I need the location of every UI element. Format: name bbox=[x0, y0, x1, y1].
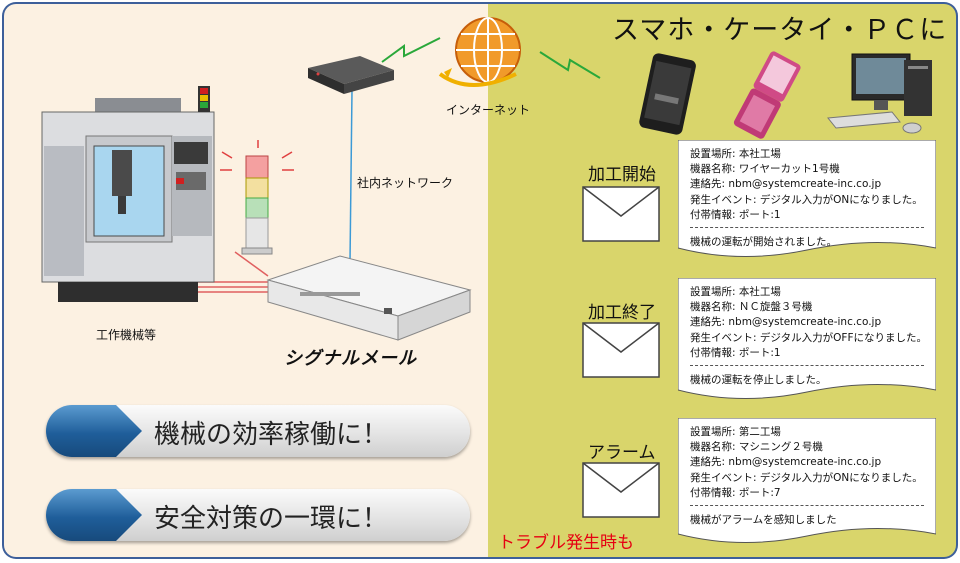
mail-card-alarm: 設置場所: 第二工場 機器名称: マシニング２号機 連絡先: nbm@syste… bbox=[678, 418, 936, 544]
banner-text: 安全対策の一環に！ bbox=[154, 504, 389, 534]
mail-line: 付帯情報: ポート:1 bbox=[690, 208, 781, 221]
mail-divider bbox=[690, 227, 924, 228]
headline: スマホ・ケータイ・ＰＣに bbox=[612, 15, 948, 46]
mail-line: 連絡先: nbm@systemcreate-inc.co.jp bbox=[690, 316, 882, 329]
mail-line: 機器名称: マシニング２号機 bbox=[690, 441, 823, 454]
mail-card-body: 設置場所: 本社工場 機器名称: ワイヤーカット1号機 連絡先: nbm@sys… bbox=[690, 147, 923, 223]
signal-tower-icon bbox=[220, 140, 294, 255]
banner-arrow-icon bbox=[46, 489, 142, 541]
mail-line: 設置場所: 本社工場 bbox=[690, 286, 781, 298]
mail-envelope-icon bbox=[582, 322, 660, 378]
mail-envelope-icon bbox=[582, 186, 660, 242]
mail-envelope-icon bbox=[582, 462, 660, 518]
mail-line: 発生イベント: デジタル入力がONになりました。 bbox=[690, 471, 923, 484]
mail-line: 発生イベント: デジタル入力がOFFになりました。 bbox=[690, 331, 928, 344]
mail-message: 機械の運転を停止しました。 bbox=[690, 374, 827, 386]
banner-safety: 安全対策の一環に！ bbox=[46, 489, 470, 541]
banner-efficiency: 機械の効率稼働に！ bbox=[46, 405, 470, 457]
mail-divider bbox=[690, 505, 924, 506]
wireless-link-left bbox=[381, 37, 441, 63]
mail-card-body: 設置場所: 第二工場 機器名称: マシニング２号機 連絡先: nbm@syste… bbox=[690, 425, 923, 501]
mail-divider bbox=[690, 365, 924, 366]
signal-mail-device-icon bbox=[266, 255, 472, 341]
event-label-end: 加工終了 bbox=[588, 303, 656, 323]
lan-cable bbox=[349, 89, 353, 263]
mail-line: 連絡先: nbm@systemcreate-inc.co.jp bbox=[690, 456, 882, 469]
mail-line: 発生イベント: デジタル入力がONになりました。 bbox=[690, 193, 923, 206]
mail-line: 付帯情報: ポート:7 bbox=[690, 486, 781, 499]
event-label-start: 加工開始 bbox=[588, 165, 656, 185]
flip-phone-icon bbox=[733, 51, 801, 139]
mail-line: 付帯情報: ポート:1 bbox=[690, 346, 781, 359]
trouble-label: トラブル発生時も bbox=[498, 533, 634, 553]
smartphone-icon bbox=[639, 53, 696, 135]
desktop-pc-icon bbox=[827, 53, 932, 134]
event-label-alarm: アラーム bbox=[588, 443, 656, 463]
wireless-link-right bbox=[539, 51, 601, 79]
globe-icon bbox=[438, 17, 521, 87]
device-label: シグナルメール bbox=[284, 348, 417, 369]
internet-label: インターネット bbox=[446, 103, 531, 117]
mail-card-start: 設置場所: 本社工場 機器名称: ワイヤーカット1号機 連絡先: nbm@sys… bbox=[678, 140, 936, 258]
mail-message: 機械がアラームを感知しました bbox=[690, 514, 837, 526]
mail-line: 連絡先: nbm@systemcreate-inc.co.jp bbox=[690, 178, 882, 191]
mail-card-end: 設置場所: 本社工場 機器名称: ＮＣ旋盤３号機 連絡先: nbm@system… bbox=[678, 278, 936, 400]
mail-line: 機器名称: ワイヤーカット1号機 bbox=[690, 163, 840, 176]
machine-label: 工作機械等 bbox=[96, 328, 157, 342]
router-icon bbox=[308, 56, 394, 94]
banner-arrow-icon bbox=[46, 405, 142, 457]
mail-message: 機械の運転が開始されました。 bbox=[690, 236, 837, 248]
mail-line: 機器名称: ＮＣ旋盤３号機 bbox=[690, 301, 813, 314]
mail-line: 設置場所: 本社工場 bbox=[690, 148, 781, 160]
banner-text: 機械の効率稼働に！ bbox=[154, 420, 389, 450]
mail-line: 設置場所: 第二工場 bbox=[690, 426, 781, 438]
lan-label: 社内ネットワーク bbox=[357, 176, 454, 190]
machine-tool-icon bbox=[41, 86, 215, 302]
mail-card-body: 設置場所: 本社工場 機器名称: ＮＣ旋盤３号機 連絡先: nbm@system… bbox=[690, 285, 927, 361]
